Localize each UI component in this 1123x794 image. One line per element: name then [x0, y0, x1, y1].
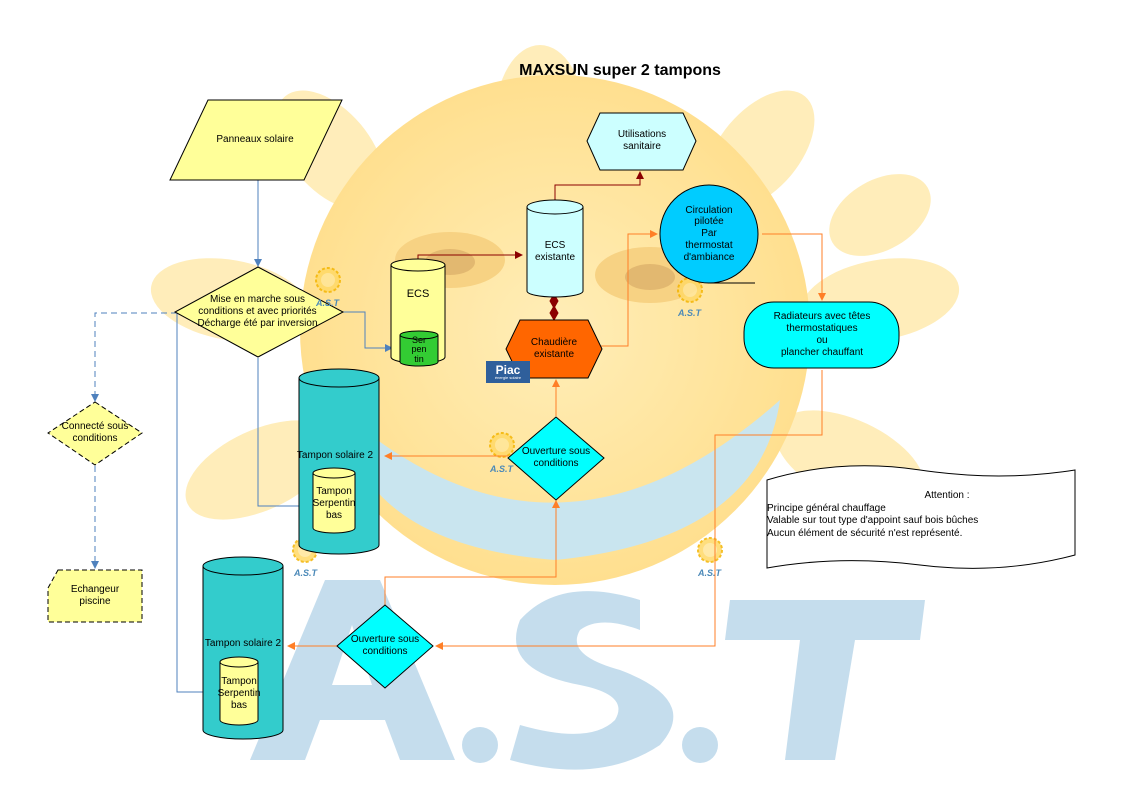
- connector-mise-to-tampon1: [257, 358, 313, 510]
- watermark-letter-t: [725, 600, 925, 760]
- attention-note-line: Aucun élément de sécurité n'est représen…: [767, 527, 963, 539]
- ast-watermark: [250, 580, 925, 770]
- ecs-serpentin-body: [399, 335, 439, 367]
- ecs-serpentin-top: [399, 330, 439, 340]
- chaudiere-shape: [505, 319, 603, 379]
- connector-mise-to-connecte: [91, 312, 177, 402]
- ouverture-2-shape: [336, 604, 434, 689]
- shapes: [47, 99, 1076, 740]
- echangeur-shape: [47, 569, 143, 623]
- panneaux-solaire-shape: [169, 99, 343, 181]
- sun-ray: [829, 174, 931, 256]
- ast-mark: A.S.T: [294, 568, 318, 578]
- tampon-1-top: [298, 368, 380, 388]
- tampon-solaire-2: [202, 556, 284, 740]
- ast-mark: A.S.T: [490, 464, 514, 474]
- attention-note-line: Principe général chauffage: [767, 502, 886, 514]
- connecte-shape: [47, 401, 143, 466]
- watermark-dot: [682, 727, 718, 763]
- connector-chaudiere-to-circulation: [600, 230, 658, 347]
- tampon-2-inner-top: [219, 656, 259, 668]
- connector-circulation-to-radiateurs: [762, 233, 826, 301]
- tampon-2-top: [202, 556, 284, 576]
- watermark-dot: [462, 727, 498, 763]
- attention-note-line: Valable sur tout type d'appoint sauf boi…: [767, 515, 979, 526]
- connector-ouverture2-to-ouverture1: [384, 500, 560, 605]
- attention-note: Attention : Principe général chauffage V…: [767, 490, 1067, 540]
- ecs-existante-tank: [526, 199, 584, 298]
- ecs-existante-body: [526, 207, 584, 298]
- attention-note-heading: Attention :: [924, 490, 970, 501]
- piac-logo: Piac énergie solaire: [486, 361, 530, 383]
- ast-mark: A.S.T: [698, 568, 722, 578]
- utilisations-shape: [586, 112, 697, 171]
- connectors: [91, 171, 826, 696]
- ast-mark: A.S.T: [678, 308, 702, 318]
- sun-ray: [185, 420, 335, 520]
- ouverture-1-shape: [507, 416, 605, 501]
- tampon-solaire-1: [298, 368, 380, 555]
- ecs-serpentin: [399, 330, 439, 367]
- ecs-tank-top: [390, 258, 446, 272]
- tampon-1-inner-body: [312, 473, 356, 534]
- sun-smile: [340, 400, 780, 560]
- sun-eye-right-inner: [625, 264, 675, 290]
- connector-ecs-existante-to-utilisations: [554, 171, 644, 200]
- ecs-existante-top: [526, 199, 584, 215]
- mini-sun-logo: [292, 267, 723, 563]
- piac-logo-text: Piac: [495, 363, 521, 377]
- attention-note-shape: [766, 465, 1076, 569]
- connector-mise-to-ecs: [343, 311, 393, 352]
- circulation-shape: [659, 184, 759, 284]
- mise-en-marche-shape: [173, 266, 345, 358]
- piac-logo-subtext: énergie solaire: [494, 375, 522, 380]
- tampon-1-inner-top: [312, 467, 356, 479]
- watermark-letter-a: [250, 580, 455, 760]
- radiateurs-shape: [743, 301, 900, 369]
- watermark-letter-s: [510, 591, 674, 770]
- connector-radiateurs-to-ouverture2: [435, 370, 823, 650]
- page-title: MAXSUN super 2 tampons: [519, 62, 721, 79]
- tampon-2-inner-body: [219, 662, 259, 726]
- ast-mark: A.S.T: [316, 298, 340, 308]
